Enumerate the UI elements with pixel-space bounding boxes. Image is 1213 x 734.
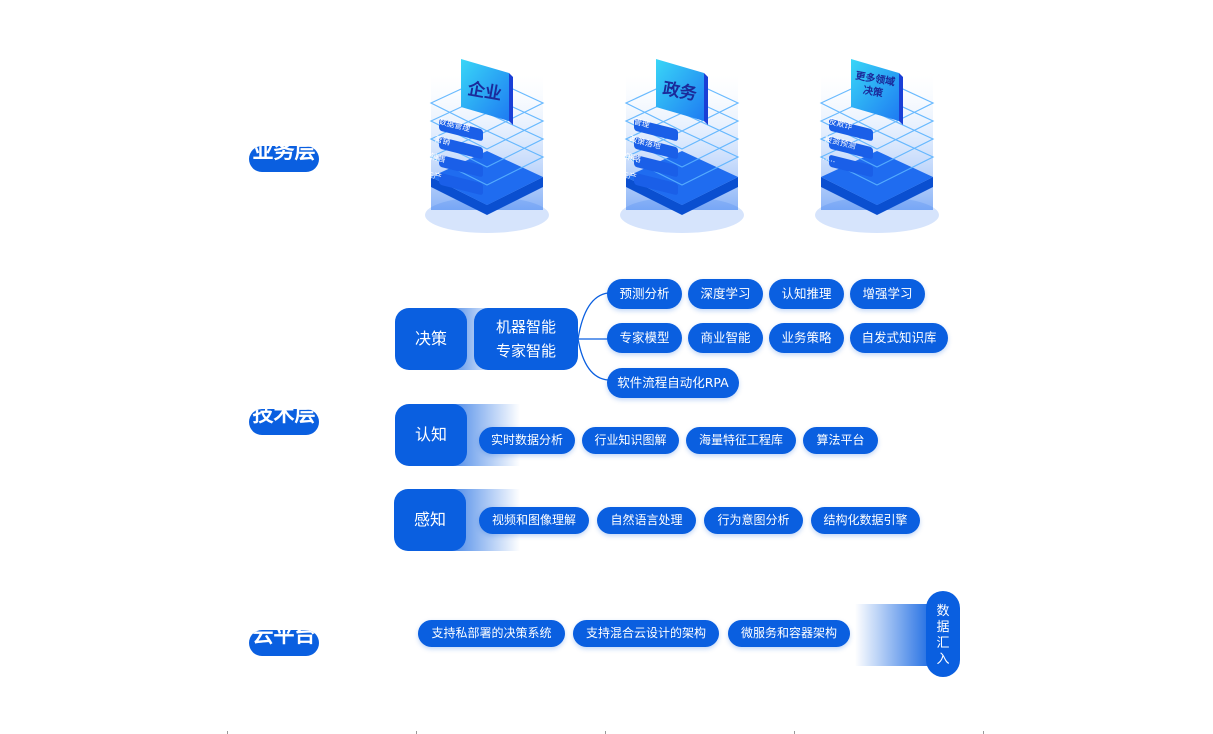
pill-video-image: 视频和图像理解	[479, 507, 589, 534]
decision-box: 决策	[395, 308, 467, 370]
pill-private-deployment: 支持私部署的决策系统	[418, 620, 565, 647]
perception-label: 感知	[413, 510, 446, 529]
pill-rpa: 软件流程自动化RPA	[607, 368, 739, 398]
pill-predictive-analysis: 预测分析	[607, 279, 682, 309]
cognition-box: 认知	[395, 404, 467, 466]
pill-realtime-analysis: 实时数据分析	[479, 427, 575, 454]
layer-tag-tech: 技术层	[249, 409, 319, 435]
pill-feature-engineering: 海量特征工程库	[686, 427, 796, 454]
perception-box: 感知	[394, 489, 466, 551]
axis-tick	[794, 731, 795, 734]
data-inflow-label: 数据汇入	[936, 604, 950, 667]
pill-behavior-intent: 行为意图分析	[704, 507, 803, 534]
pill-nlp: 自然语言处理	[597, 507, 696, 534]
data-inflow-box: 数据汇入	[926, 591, 960, 677]
pill-microservices: 微服务和容器架构	[728, 620, 850, 647]
pill-hybrid-cloud: 支持混合云设计的架构	[573, 620, 719, 647]
axis-tick	[227, 731, 228, 734]
layer-tag-tech-label: 技术层	[252, 409, 316, 426]
axis-tick	[983, 731, 984, 734]
pill-structured-data-engine: 结构化数据引擎	[811, 507, 920, 534]
expert-intelligence-label: 专家智能	[495, 342, 556, 360]
pill-spontaneous-knowledge-base: 自发式知识库	[850, 323, 948, 353]
machine-intelligence-label: 机器智能	[495, 318, 556, 336]
pill-business-strategy: 业务策略	[769, 323, 844, 353]
pill-reinforcement-learning: 增强学习	[850, 279, 925, 309]
data-inflow-gradient	[855, 604, 930, 666]
pill-business-intelligence: 商业智能	[688, 323, 763, 353]
layer-tag-business: 业务层	[249, 146, 319, 172]
server-stack-government: 政务 管理 政策落地 策略 生产	[612, 55, 752, 245]
pill-industry-knowledge-graph: 行业知识图解	[582, 427, 679, 454]
pill-cognitive-reasoning: 认知推理	[769, 279, 844, 309]
layer-tag-business-label: 业务层	[252, 146, 316, 163]
server-stack-enterprise: 企业 数据管理 营销 销售 生产	[417, 55, 557, 245]
pill-expert-model: 专家模型	[607, 323, 682, 353]
cognition-label: 认知	[414, 425, 447, 444]
layer-tag-cloud-label: 云平台	[252, 630, 316, 647]
axis-tick	[605, 731, 606, 734]
pill-deep-learning: 深度学习	[688, 279, 763, 309]
axis-tick	[416, 731, 417, 734]
layer-tag-cloud: 云平台	[249, 630, 319, 656]
intelligence-box: 机器智能 专家智能	[474, 308, 578, 370]
pill-algorithm-platform: 算法平台	[803, 427, 878, 454]
decision-label: 决策	[414, 329, 447, 348]
server-stack-more-domains: 更多领域决策 反欺诈 投资预测 ……	[807, 55, 947, 245]
